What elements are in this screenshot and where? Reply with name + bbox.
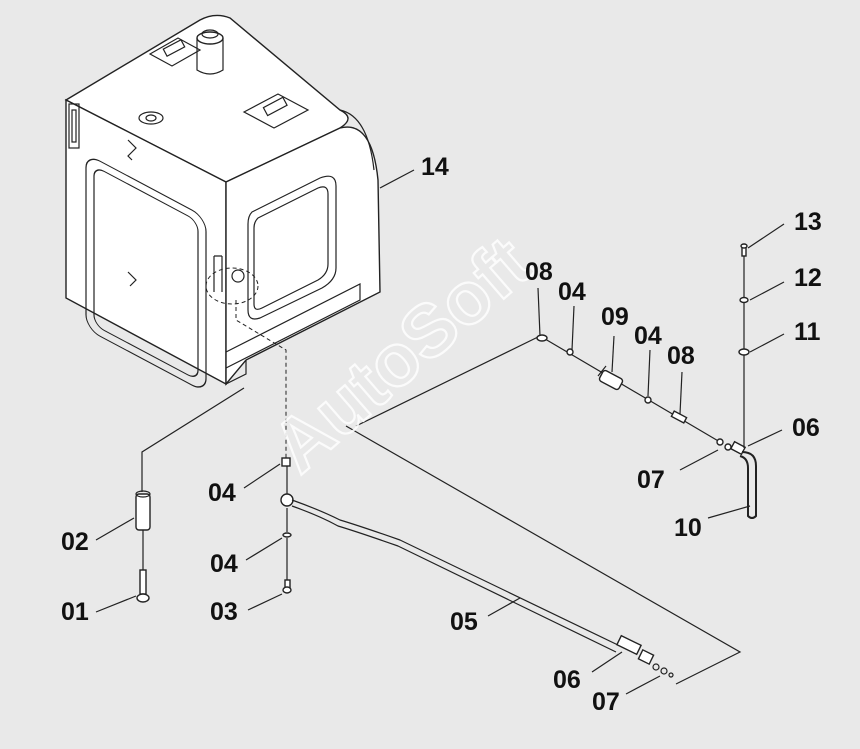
- sight-gauge-glass: [71, 109, 77, 143]
- leader-02: [95, 517, 135, 541]
- label-08-top-left: 08: [525, 258, 553, 286]
- leader-08a: [537, 287, 541, 337]
- latch-top-icon: [127, 139, 137, 161]
- label-04-top-2: 04: [634, 322, 662, 350]
- left-window-inner: [93, 169, 199, 377]
- spacer-02-icon: [135, 490, 151, 531]
- tank-skirt: [225, 283, 361, 369]
- top-plate-right-handle: [262, 96, 288, 117]
- label-01: 01: [61, 598, 89, 626]
- hose-05-icon: [291, 499, 674, 678]
- label-13: 13: [794, 208, 822, 236]
- washer-04b-icon: [282, 532, 292, 538]
- tank-assembly: [64, 14, 381, 388]
- label-03: 03: [210, 598, 238, 626]
- leader-04c: [571, 305, 575, 351]
- hose-eye-left-icon: [280, 493, 294, 507]
- label-06-bottom: 06: [553, 666, 581, 694]
- top-plate-right-icon: [242, 93, 310, 129]
- right-window-outer: [247, 175, 337, 320]
- breather-icon: [138, 111, 164, 125]
- tank-right-face: [225, 126, 381, 386]
- bolt-03-icon: [282, 579, 292, 594]
- washer-04c-icon: [566, 348, 574, 356]
- left-window-outer: [85, 158, 207, 388]
- connector-line-upper: [345, 425, 742, 685]
- bolt-13-icon: [740, 243, 748, 257]
- label-05: 05: [450, 608, 478, 636]
- tank-base-step: [225, 360, 247, 385]
- leader-04a: [243, 463, 281, 489]
- label-11: 11: [794, 318, 821, 346]
- bolt-01-icon: [136, 569, 150, 603]
- label-10: 10: [674, 514, 702, 542]
- label-14: 14: [421, 153, 449, 181]
- leader-06-bottom: [591, 651, 623, 673]
- leader-14: [379, 169, 415, 189]
- sight-gauge-icon: [68, 103, 80, 149]
- tube-10-icon: [739, 451, 757, 519]
- washer-12-icon: [739, 296, 749, 304]
- washer-04a-icon: [281, 457, 291, 467]
- drain-nut: [231, 269, 245, 283]
- label-07-bottom: 07: [592, 688, 620, 716]
- label-02: 02: [61, 528, 89, 556]
- leader-07-bottom: [625, 675, 661, 695]
- breather-inner: [145, 114, 157, 122]
- leader-13: [747, 223, 785, 249]
- leader-tank-to-02: [141, 387, 245, 492]
- label-04-mid: 04: [208, 479, 236, 507]
- leader-01: [95, 595, 137, 613]
- label-09: 09: [601, 303, 629, 331]
- leader-07-right: [679, 449, 719, 471]
- fitting-08b-icon: [670, 410, 688, 424]
- leader-04b: [245, 537, 283, 561]
- label-04-top-1: 04: [558, 278, 586, 306]
- label-04-low: 04: [210, 550, 238, 578]
- washer-04d-icon: [644, 396, 652, 404]
- label-08-top-right: 08: [667, 342, 695, 370]
- leader-05: [487, 597, 521, 617]
- tank-back-edge: [339, 109, 375, 171]
- leader-04d: [647, 349, 651, 397]
- leader-10: [707, 505, 751, 519]
- filler-cap-icon: [196, 29, 224, 75]
- fitting-07-06-right-icon: [716, 438, 747, 456]
- leader-03: [247, 593, 283, 611]
- drain-fitting-icon: [213, 255, 223, 292]
- dash-drain-down: [235, 300, 287, 458]
- latch-bottom-icon: [127, 271, 137, 287]
- leader-11: [749, 333, 785, 353]
- leader-09: [611, 335, 615, 373]
- label-07-right: 07: [637, 466, 665, 494]
- washer-11-icon: [738, 348, 750, 356]
- top-plate-left-handle: [162, 38, 186, 58]
- leader-08b: [679, 371, 683, 415]
- leader-06-right: [747, 429, 783, 447]
- drain-detail-circle: [205, 267, 259, 305]
- label-06-right: 06: [792, 414, 820, 442]
- fitting-08a-icon: [536, 334, 548, 342]
- top-plate-left-icon: [148, 37, 202, 67]
- leader-12: [749, 281, 785, 301]
- right-window-inner: [253, 186, 329, 310]
- fitting-09-icon: [597, 365, 624, 391]
- label-12: 12: [794, 264, 822, 292]
